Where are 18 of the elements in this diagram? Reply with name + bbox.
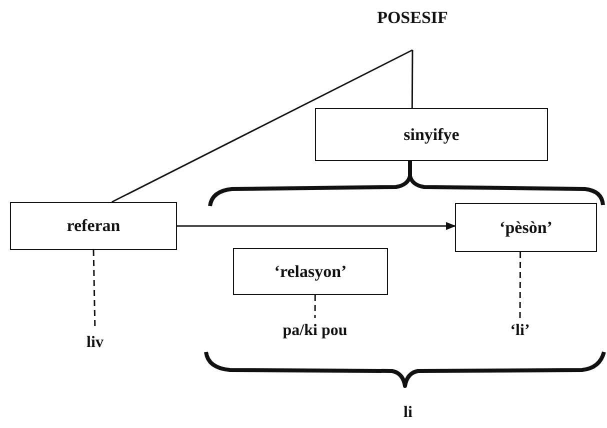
node-text: ‘li’ bbox=[510, 322, 530, 340]
concept-box bbox=[10, 202, 177, 250]
arrow bbox=[177, 222, 456, 230]
concept-box bbox=[315, 108, 548, 161]
concept-box bbox=[233, 248, 388, 295]
concept-box bbox=[455, 203, 597, 252]
node-text: referan bbox=[66, 216, 120, 236]
dashed-line bbox=[519, 252, 522, 318]
node-text: liv bbox=[86, 334, 104, 352]
node-text: li bbox=[404, 404, 412, 422]
node-text: POSESIF bbox=[377, 8, 448, 28]
node-text: ‘pèsòn’ bbox=[500, 218, 552, 238]
connector-line bbox=[112, 49, 413, 203]
dashed-line bbox=[314, 295, 316, 318]
node-text: sinyifye bbox=[404, 124, 460, 144]
connector-line bbox=[411, 50, 414, 108]
node-text: pa/ki pou bbox=[282, 322, 348, 340]
node-text: ‘relasyon’ bbox=[274, 262, 347, 282]
